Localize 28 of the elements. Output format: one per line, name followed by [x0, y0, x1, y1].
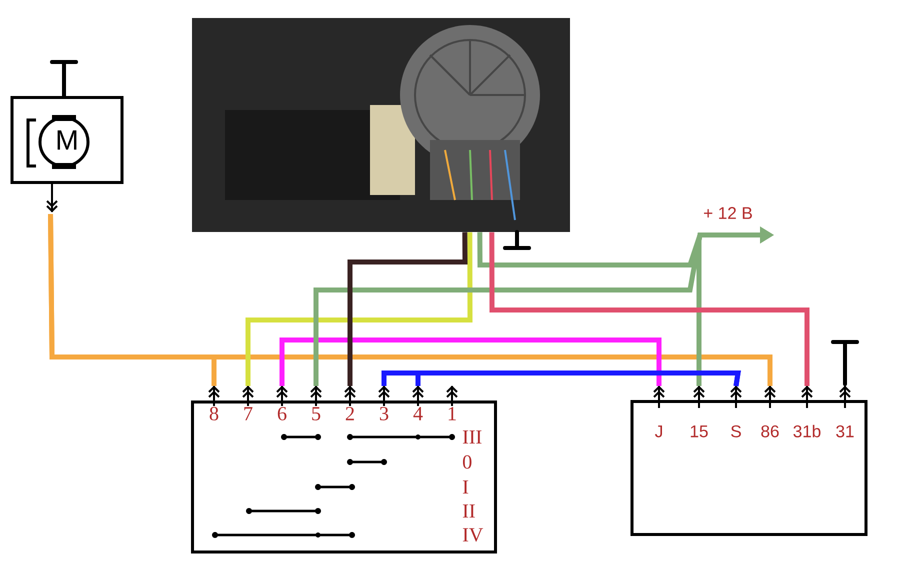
relay-box — [630, 400, 868, 536]
position-label: I — [462, 480, 468, 494]
wire — [48, 214, 772, 386]
terminal-label: 31 — [836, 425, 854, 438]
wire — [489, 232, 810, 386]
terminal-label: 5 — [312, 407, 320, 420]
supply-label: + 12 B — [704, 207, 752, 219]
position-label: 0 — [462, 455, 472, 469]
wire — [348, 232, 468, 386]
terminal-label: 2 — [346, 406, 354, 420]
terminal-label: 1 — [448, 407, 456, 420]
terminal-label: 86 — [761, 425, 779, 438]
terminal-label: 8 — [210, 406, 218, 420]
position-label: III — [462, 430, 482, 444]
terminal-label: 6 — [278, 406, 286, 420]
terminal-label: 3 — [380, 406, 388, 420]
terminal-label: 31b — [793, 424, 820, 438]
terminal-label: 7 — [244, 407, 252, 420]
wire — [246, 232, 473, 386]
terminal-label: 4 — [413, 407, 423, 420]
terminal-label: 15 — [690, 426, 708, 438]
position-label: II — [462, 504, 475, 518]
terminal-label: J — [655, 426, 662, 438]
position-label: IV — [462, 528, 484, 542]
wiper-motor-drawing — [192, 18, 570, 232]
wire — [280, 338, 662, 386]
terminal-label: S — [731, 425, 741, 438]
switch-box — [191, 400, 497, 554]
